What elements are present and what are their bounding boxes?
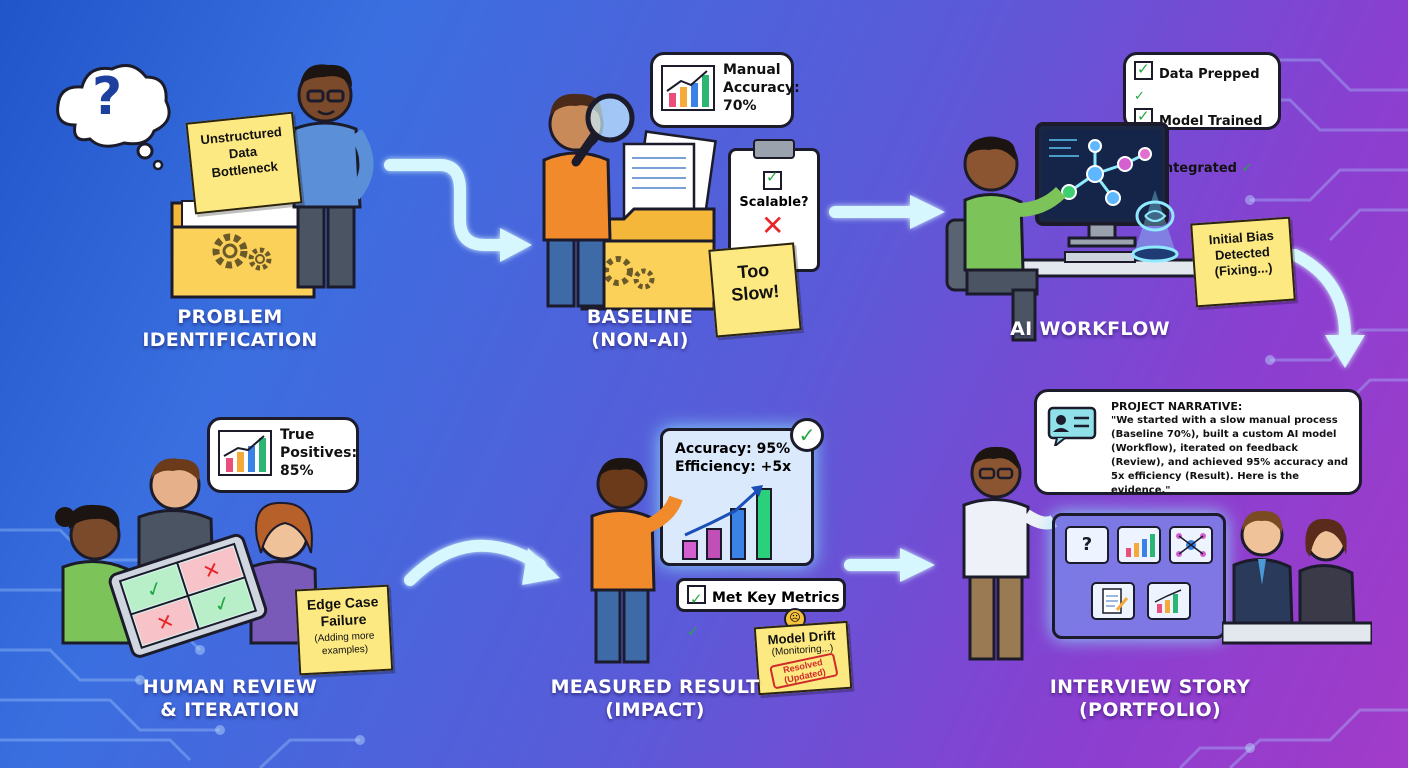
stage-label-human-review: HUMAN REVIEW & ITERATION [142, 676, 318, 721]
speech-bubble-true-positives: True Positives: 85% [207, 417, 359, 493]
bar-chart-icon [661, 65, 715, 111]
svg-text:✓: ✓ [211, 590, 234, 618]
check-badge-icon: ✓ [790, 418, 824, 452]
person-candidate [962, 446, 1058, 661]
accuracy-text: Manual Accuracy: 70% [723, 62, 800, 114]
bar-chart-icon [1154, 589, 1182, 613]
person-presenter [590, 457, 683, 664]
person-analyst [280, 64, 374, 289]
cross-icon: ✕ [761, 209, 785, 242]
flow-arrow-icon [1289, 249, 1351, 341]
stage-baseline: Manual Accuracy: 70% Scalable? ✕ Too Slo… [520, 50, 820, 338]
stage-label-interview-story: INTERVIEW STORY (PORTFOLIO) [1049, 676, 1251, 721]
sticky-note-bottleneck: Unstructured Data Bottleneck [185, 111, 303, 215]
portfolio-tile-question: ? [1065, 526, 1109, 564]
stage-ai-workflow: Data Prepped ✓ Model Trained ✓ Integrate… [945, 50, 1296, 342]
efficiency-metric: Efficiency: +5x [675, 459, 792, 475]
person-developer [945, 136, 1066, 342]
review-team: ✓ ✓ ✕ ✕ [55, 458, 319, 658]
stage-label-baseline: BASELINE (NON-AI) [586, 306, 694, 351]
stage-problem: ? Unstructured Data Bottleneck [50, 55, 390, 355]
check-icon: ✓ [687, 624, 699, 640]
checkbox-icon [1134, 105, 1153, 127]
check-icon: ✓ [1241, 161, 1253, 176]
bar-chart-icon [682, 485, 772, 560]
clipboard-icon: Scalable? ✕ [728, 139, 820, 272]
met-key-metrics-badge: Met Key Metrics ✓ [676, 578, 846, 640]
portfolio-tile-growth [1147, 582, 1191, 620]
narrative-text: "We started with a slow manual process (… [1111, 415, 1349, 496]
brain-hologram-icon [1131, 190, 1179, 263]
stage-interview-story: PROJECT NARRATIVE: "We started with a sl… [940, 385, 1372, 675]
gear-icon [212, 233, 272, 271]
svg-text:✓: ✓ [143, 575, 166, 603]
bar-chart-icon [1126, 534, 1155, 557]
stage-measured-result: Accuracy: 95% Efficiency: +5x ✓ Met Key … [570, 418, 860, 696]
stage-label-problem: PROBLEM IDENTIFICATION [142, 306, 318, 351]
results-panel: Accuracy: 95% Efficiency: +5x [660, 428, 814, 566]
portfolio-tile-network [1169, 526, 1213, 564]
clipboard-question: Scalable? [739, 195, 809, 210]
document-icon [1102, 588, 1129, 614]
magnifier-icon [571, 93, 635, 167]
narrative-bubble: PROJECT NARRATIVE: "We started with a sl… [1034, 389, 1362, 496]
narrative-title: PROJECT NARRATIVE: [1111, 400, 1243, 413]
checkbox-icon [763, 168, 782, 190]
interview-panel [1222, 510, 1372, 645]
question-icon: ? [92, 67, 123, 127]
stage-human-review: True Positives: 85% ✓ ✓ ✕ ✕ Edge [45, 415, 405, 676]
neural-network-icon [1176, 533, 1206, 557]
check-icon: ✓ [1134, 89, 1145, 104]
stage-label-measured-result: MEASURED RESULT (IMPACT) [550, 676, 760, 721]
checkbox-icon [1134, 58, 1153, 80]
checkbox-icon [687, 582, 706, 616]
svg-text:✕: ✕ [200, 556, 223, 584]
svg-text:✕: ✕ [154, 608, 177, 636]
flow-arrow-icon [404, 539, 546, 586]
profile-card-icon [1047, 406, 1097, 446]
accuracy-metric: Accuracy: 95% [675, 441, 791, 457]
speech-bubble-accuracy: Manual Accuracy: 70% [650, 52, 800, 128]
sticky-note-bias: Initial Bias Detected (Fixing...) [1190, 216, 1296, 308]
neural-network-icon [1061, 139, 1152, 206]
question-icon: ? [1081, 534, 1093, 555]
folder-icon [580, 207, 716, 311]
stage-label-ai-workflow: AI WORKFLOW [1010, 318, 1170, 340]
portfolio-panel: ? [1052, 513, 1226, 639]
checklist-bubble: Data Prepped ✓ Model Trained ✓ Integrate… [1123, 52, 1281, 176]
true-positives-text: True Positives: 85% [280, 427, 358, 479]
flow-arrow-icon [384, 159, 511, 251]
bar-chart-icon [218, 430, 272, 476]
portfolio-tile-chart [1117, 526, 1161, 564]
checklist-item-1: Model Trained ✓ [1134, 105, 1270, 155]
checklist-item-0: Data Prepped ✓ [1134, 58, 1270, 108]
thought-cloud [56, 63, 171, 171]
sticky-note-edge-case: Edge Case Failure (Adding more examples) [294, 584, 394, 676]
portfolio-tile-document [1091, 582, 1135, 620]
